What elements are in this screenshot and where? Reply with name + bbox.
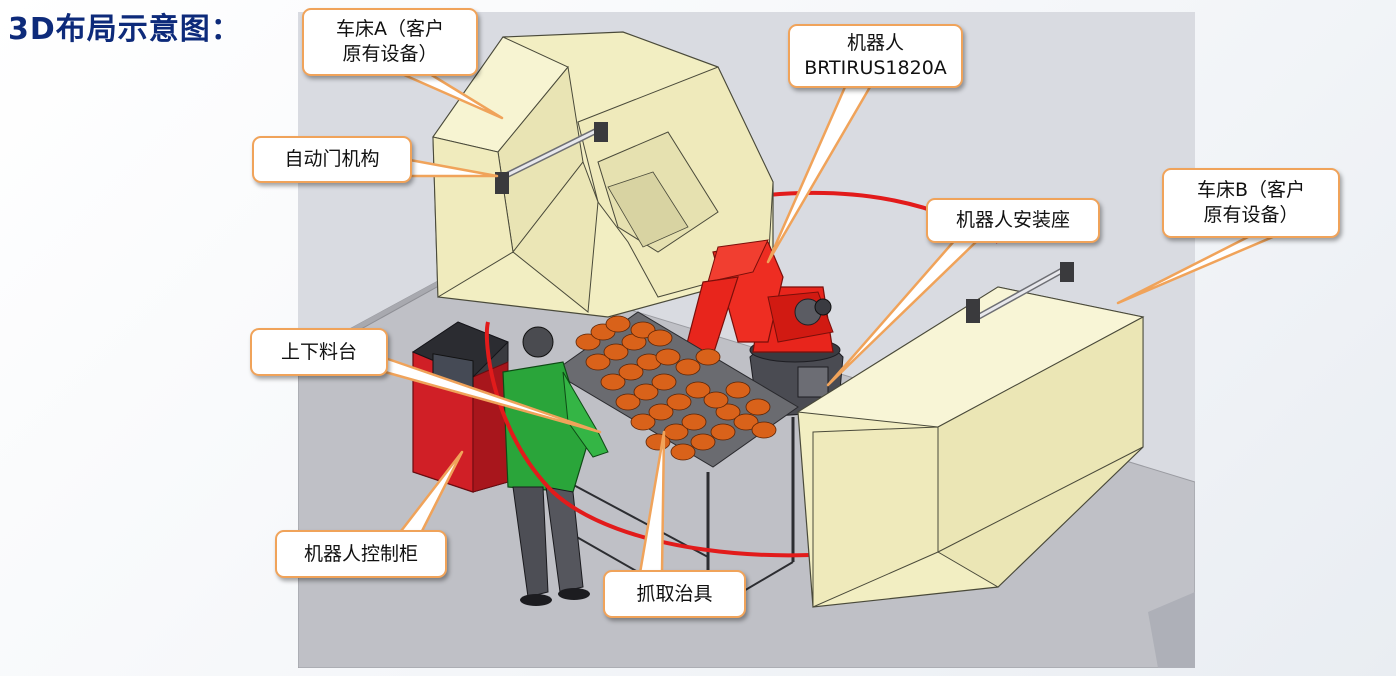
callout-lathe-a: 车床A（客户 原有设备） [302, 8, 478, 76]
layout-3d-scene [298, 12, 1195, 668]
callout-robot-cabinet: 机器人控制柜 [275, 530, 447, 578]
callout-robot-mount: 机器人安装座 [926, 198, 1100, 243]
lathe-a [432, 31, 774, 318]
floor-strip [1148, 592, 1195, 668]
callout-robot: 机器人 BRTIRUS1820A [788, 24, 963, 88]
callout-lathe-b: 车床B（客户 原有设备） [1162, 168, 1340, 238]
robot-arm [670, 239, 834, 403]
callout-auto-door: 自动门机构 [252, 136, 412, 183]
parts-rows [575, 315, 777, 461]
work-circle-front [484, 321, 889, 558]
callout-gripper: 抓取治具 [603, 570, 746, 618]
callout-loading-table: 上下料台 [250, 328, 388, 376]
slide-title: 3D布局示意图： [8, 12, 242, 47]
lathe-b [796, 262, 1145, 608]
